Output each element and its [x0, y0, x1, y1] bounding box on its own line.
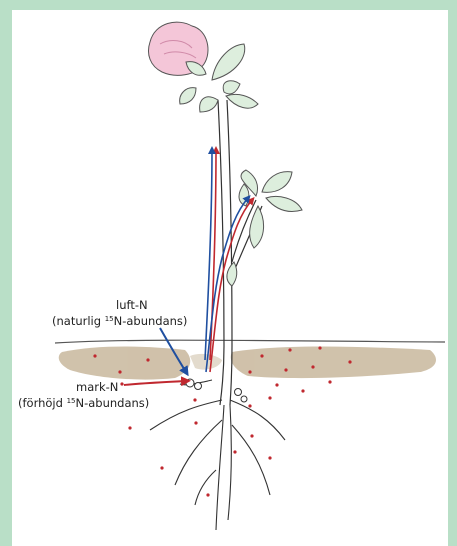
- air-n-subtitle: (naturlig 15N-abundans): [52, 312, 187, 328]
- soil-n-subtitle: (förhöjd 15N-abundans): [18, 394, 149, 410]
- air-n-title: luft-N: [116, 298, 187, 312]
- soil-layer: [59, 347, 436, 380]
- ground-line: [55, 340, 445, 343]
- clover-leaves: [180, 44, 302, 286]
- air-n-label: luft-N (naturlig 15N-abundans): [116, 298, 187, 328]
- soil-n-title: mark-N: [76, 380, 149, 394]
- roots: [150, 380, 285, 530]
- soil-n-label: mark-N (förhöjd 15N-abundans): [70, 380, 149, 410]
